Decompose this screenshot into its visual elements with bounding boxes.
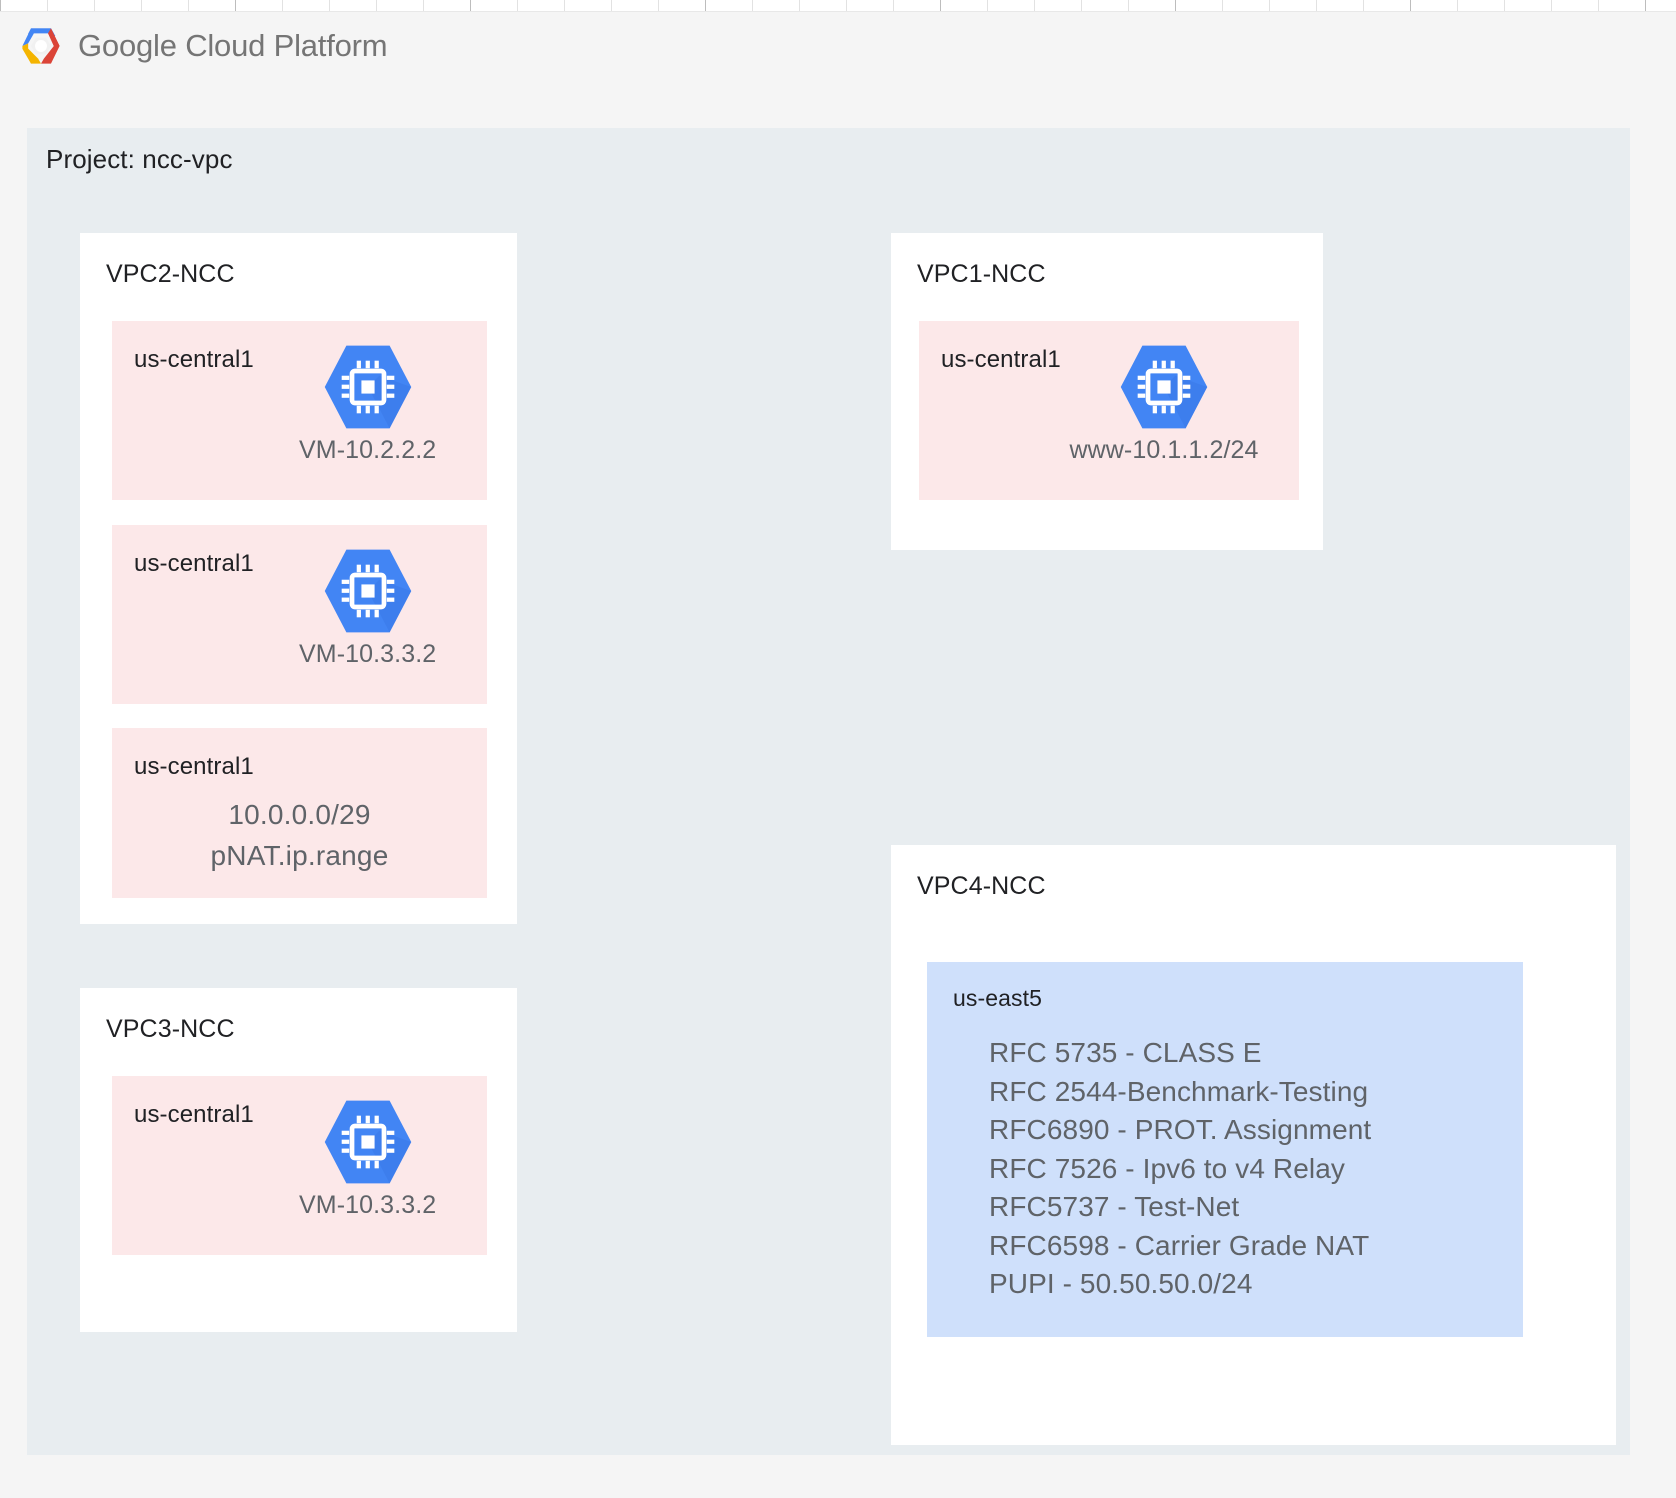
ruler-tick: [423, 0, 424, 11]
ruler-tick: [47, 0, 48, 11]
vm-label-vpc2-zone-a: VM-10.2.2.2: [299, 436, 437, 464]
ruler-tick: [1081, 0, 1082, 11]
vm-label-vpc3-zone-a: VM-10.3.3.2: [299, 1191, 437, 1219]
vpc-title-vpc1: VPC1-NCC: [917, 260, 1046, 288]
ruler-tick: [94, 0, 95, 11]
brand-header: Google Cloud Platform: [18, 22, 388, 70]
zone-label-vpc3-zone-a: us-central1: [134, 1101, 254, 1128]
vpc-panel-vpc2[interactable]: VPC2-NCC us-central1: [80, 233, 517, 924]
vpc-title-vpc3: VPC3-NCC: [106, 1015, 235, 1043]
vm-block-vpc1-zone-a[interactable]: www-10.1.1.2/24: [1029, 340, 1299, 465]
ruler-tick: [1269, 0, 1270, 11]
zone-label-vpc1-zone-a: us-central1: [941, 346, 1061, 373]
ruler-tick: [1222, 0, 1223, 11]
ruler-strip: [0, 0, 1676, 12]
ruler-tick: [329, 0, 330, 11]
compute-vm-icon: [321, 544, 415, 638]
zone-label-vpc2-zone-c: us-central1: [134, 753, 254, 780]
ruler-tick: [1457, 0, 1458, 11]
vm-block-vpc3-zone-a[interactable]: VM-10.3.3.2: [299, 1095, 436, 1220]
zone-vpc2-zone-a[interactable]: us-central1: [112, 321, 487, 500]
ruler-tick: [1504, 0, 1505, 11]
pnat-name: pNAT.ip.range: [210, 840, 389, 871]
ruler-tick: [611, 0, 612, 11]
zone-vpc1-zone-a[interactable]: us-central1: [919, 321, 1299, 500]
rfc-list-item: RFC6598 - Carrier Grade NAT: [989, 1229, 1370, 1261]
ruler-tick: [1363, 0, 1364, 11]
google-cloud-hexagon-logo-icon: [18, 23, 64, 69]
rfc-list-item: RFC5737 - Test-Net: [989, 1191, 1240, 1222]
ruler-tick: [1598, 0, 1599, 11]
ruler-tick: [940, 0, 941, 11]
ruler-tick: [893, 0, 894, 11]
rfc-list-item: PUPI - 50.50.50.0/24: [989, 1268, 1253, 1299]
ruler-tick: [141, 0, 142, 11]
zone-label-vpc2-zone-a: us-central1: [134, 346, 254, 373]
ruler-tick: [1128, 0, 1129, 11]
project-canvas: Project: ncc-vpc VPC2-NCC us-central1: [27, 128, 1630, 1455]
zone-label-vpc2-zone-b: us-central1: [134, 550, 254, 577]
compute-vm-icon: [321, 340, 415, 434]
ruler-tick: [376, 0, 377, 11]
ruler-tick: [235, 0, 236, 11]
rfc-list-item: RFC 7526 - Ipv6 to v4 Relay: [989, 1152, 1345, 1184]
ruler-tick: [799, 0, 800, 11]
zone-label-vpc4-zone-a: us-east5: [953, 985, 1043, 1011]
zone-vpc2-zone-b[interactable]: us-central1: [112, 525, 487, 704]
compute-vm-icon: [321, 1095, 415, 1189]
ruler-tick: [1175, 0, 1176, 11]
zone-vpc3-zone-a[interactable]: us-central1: [112, 1076, 487, 1255]
vm-block-vpc2-zone-b[interactable]: VM-10.3.3.2: [299, 544, 436, 669]
vm-label-vpc1-zone-a: www-10.1.1.2/24: [1069, 436, 1259, 464]
brand-wordmark: Google Cloud Platform: [78, 28, 388, 64]
ruler-tick: [658, 0, 659, 11]
compute-vm-icon: [1117, 340, 1211, 434]
ruler-tick: [1034, 0, 1035, 11]
vpc-title-vpc4: VPC4-NCC: [917, 872, 1046, 900]
rfc-list-item: RFC 5735 - CLASS E: [989, 1037, 1262, 1068]
brand-google: Google: [78, 28, 177, 63]
ruler-tick: [282, 0, 283, 11]
vpc-panel-vpc4[interactable]: VPC4-NCC us-east5 RFC 5735 - CLASS E RFC…: [891, 845, 1616, 1445]
ruler-tick: [1316, 0, 1317, 11]
ruler-tick: [752, 0, 753, 11]
ruler-tick: [705, 0, 706, 11]
rfc-list-item: RFC 2544-Benchmark-Testing: [989, 1075, 1369, 1107]
ruler-tick: [188, 0, 189, 11]
ruler-tick: [1645, 0, 1646, 11]
ruler-tick: [0, 0, 1, 11]
ruler-tick: [517, 0, 518, 11]
zone-vpc4-zone-a[interactable]: us-east5 RFC 5735 - CLASS E RFC 2544-Ben…: [927, 962, 1523, 1337]
ruler-tick: [1551, 0, 1552, 11]
vm-label-vpc2-zone-b: VM-10.3.3.2: [299, 640, 437, 668]
pnat-range-text: 10.0.0.0/29 pNAT.ip.range: [112, 794, 487, 876]
vpc-title-vpc2: VPC2-NCC: [106, 260, 235, 288]
ruler-tick: [1410, 0, 1411, 11]
rfc-list-item: RFC6890 - PROT. Assignment: [989, 1114, 1372, 1145]
zone-vpc2-zone-c[interactable]: us-central1 10.0.0.0/29 pNAT.ip.range: [112, 728, 487, 898]
vpc-panel-vpc3[interactable]: VPC3-NCC us-central1: [80, 988, 517, 1332]
rfc-list: RFC 5735 - CLASS E RFC 2544-Benchmark-Te…: [989, 1034, 1371, 1304]
project-title: Project: ncc-vpc: [46, 144, 233, 174]
pnat-cidr: 10.0.0.0/29: [228, 799, 371, 830]
vpc-panel-vpc1[interactable]: VPC1-NCC us-central1: [891, 233, 1323, 550]
ruler-tick: [846, 0, 847, 11]
ruler-tick: [987, 0, 988, 11]
vm-block-vpc2-zone-a[interactable]: VM-10.2.2.2: [299, 340, 436, 465]
ruler-tick: [470, 0, 471, 11]
ruler-tick: [564, 0, 565, 11]
brand-cloud-platform: Cloud Platform: [185, 28, 388, 63]
